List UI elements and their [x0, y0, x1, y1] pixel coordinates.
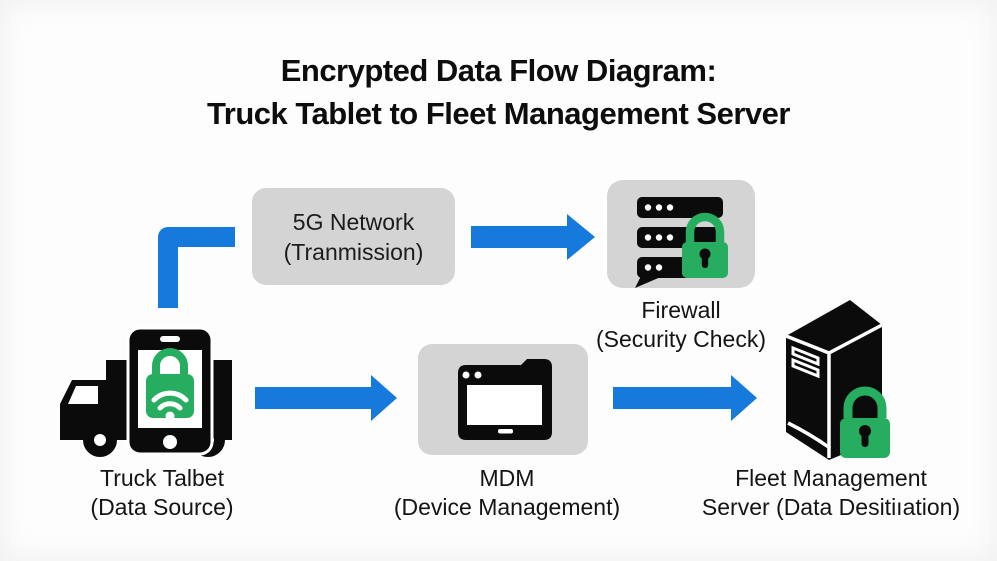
node-firewall-label: Firewall (Security Check) — [596, 296, 766, 354]
node-label-line: 5G Network — [292, 208, 415, 235]
cab-window — [68, 386, 98, 404]
tablet-device-icon — [458, 359, 552, 440]
node-label-line: (Data Source) — [90, 494, 234, 520]
node-label-line: Server (Data Desitiıation) — [701, 494, 961, 520]
firewall-server-lock-icon — [635, 197, 728, 288]
arrow-network-to-firewall — [471, 214, 595, 260]
node-truck-tablet-label: Truck Talbet (Data Source) — [90, 464, 233, 522]
node-label-line: MDM — [479, 465, 535, 491]
node-mdm-label: MDM (Device Management) — [394, 464, 620, 522]
node-5g-network-label: 5G Network (Tranmission) — [284, 207, 424, 267]
padlock-icon — [840, 386, 890, 458]
home-button — [163, 435, 177, 449]
speech-tail — [635, 276, 663, 288]
padlock-icon — [682, 212, 728, 278]
page-title: Encrypted Data Flow Diagram: Truck Table… — [0, 49, 997, 135]
node-5g-network: 5G Network (Tranmission) — [252, 188, 455, 285]
encrypted-wifi-lock-icon — [146, 348, 194, 421]
node-label-line: Fleet Management — [735, 465, 927, 491]
speaker-slot — [160, 336, 180, 342]
node-label-line: (Tranmission) — [283, 238, 424, 265]
node-fleet-server-label: Fleet Management Server (Data Desitiıati… — [702, 464, 960, 522]
arrow-tablet-to-mdm — [255, 375, 397, 421]
elbow-connector-tablet-to-network — [158, 227, 235, 308]
title-line-2: Truck Tablet to Fleet Management Server — [207, 96, 790, 131]
server-tower-lock-icon — [785, 300, 890, 460]
node-label-line: Truck Talbet — [99, 465, 224, 491]
truck-tablet-encrypted-icon — [60, 326, 232, 457]
node-label-line: (Security Check) — [596, 326, 766, 352]
title-line-1: Encrypted Data Flow Diagram: — [280, 53, 717, 88]
node-label-line: (Device Management) — [393, 494, 621, 520]
node-mdm — [418, 344, 588, 455]
node-label-line: Firewall — [641, 297, 721, 323]
arrow-mdm-to-server — [613, 375, 757, 421]
node-firewall — [607, 180, 755, 288]
